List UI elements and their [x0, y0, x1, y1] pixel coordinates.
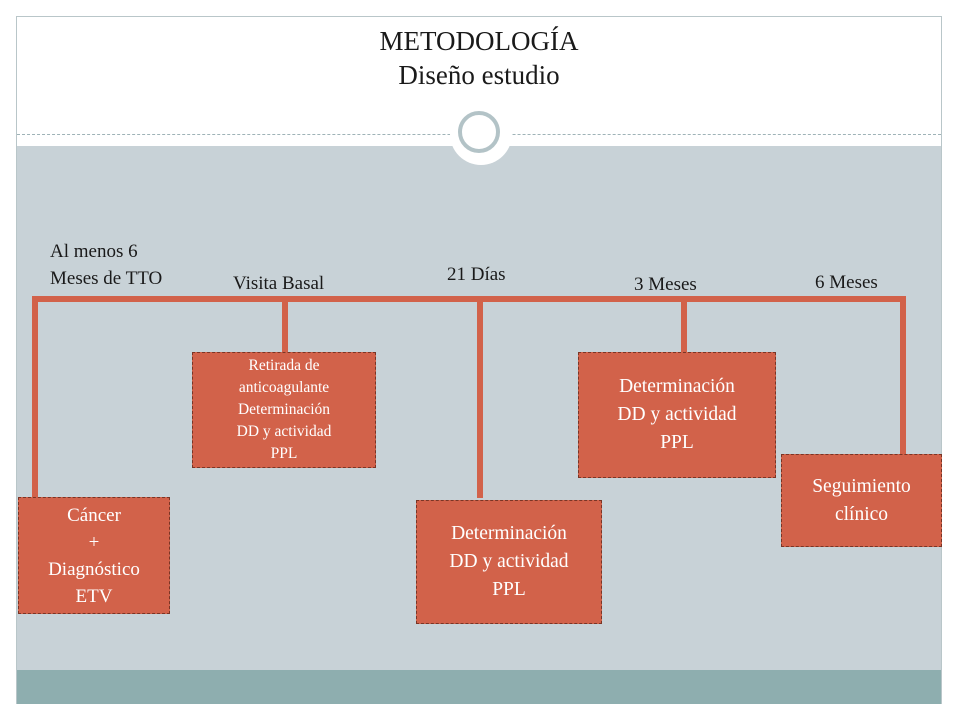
slide-subtitle: Diseño estudio [398, 60, 560, 90]
box-cancer-line: ETV [75, 585, 113, 607]
box-baseline-line: PPL [270, 445, 298, 462]
connector-cancer [32, 296, 38, 498]
box-baseline-line: anticoagulante [238, 379, 330, 396]
box-baseline-line: Retirada de [248, 357, 320, 374]
box-day21: Determinación DD y actividad PPL [416, 500, 602, 624]
box-cancer-line: Diagnóstico [48, 558, 140, 580]
box-cancer-line: + [88, 531, 100, 553]
label-pre-treatment-line2: Meses de TTO [50, 268, 163, 289]
box-cancer-line: Cáncer [67, 504, 121, 526]
box-month3-line: Determinación [619, 376, 735, 397]
box-month6-line: Seguimiento [812, 475, 911, 497]
box-month3-line: DD y actividad [617, 404, 737, 425]
box-baseline-visit: Retirada de anticoagulante Determinación… [192, 352, 376, 468]
timeline-bar [32, 296, 906, 302]
box-month3: Determinación DD y actividad PPL [578, 352, 776, 478]
box-month6-line: clínico [834, 503, 889, 525]
slide-title: METODOLOGÍA [379, 26, 579, 56]
label-pre-treatment-line1: Al menos 6 [50, 241, 138, 262]
box-month3-line: PPL [660, 432, 694, 453]
connector-day21 [477, 296, 483, 498]
connector-baseline [282, 296, 288, 352]
box-baseline-line: DD y actividad [236, 423, 332, 440]
label-day21: 21 Días [447, 264, 506, 285]
box-cancer-diagnosis: Cáncer + Diagnóstico ETV [18, 497, 170, 614]
label-month6: 6 Meses [815, 272, 878, 293]
box-day21-line: PPL [492, 579, 526, 600]
label-baseline: Visita Basal [233, 273, 325, 294]
label-month3: 3 Meses [634, 274, 697, 295]
connector-month3 [681, 296, 687, 352]
box-month6: Seguimiento clínico [781, 454, 942, 547]
connector-month6 [900, 296, 906, 454]
box-baseline-line: Determinación [237, 401, 331, 418]
footer-band [17, 670, 941, 704]
box-day21-line: Determinación [451, 523, 567, 544]
box-day21-line: DD y actividad [449, 551, 569, 572]
decorative-ring-icon [458, 111, 500, 153]
